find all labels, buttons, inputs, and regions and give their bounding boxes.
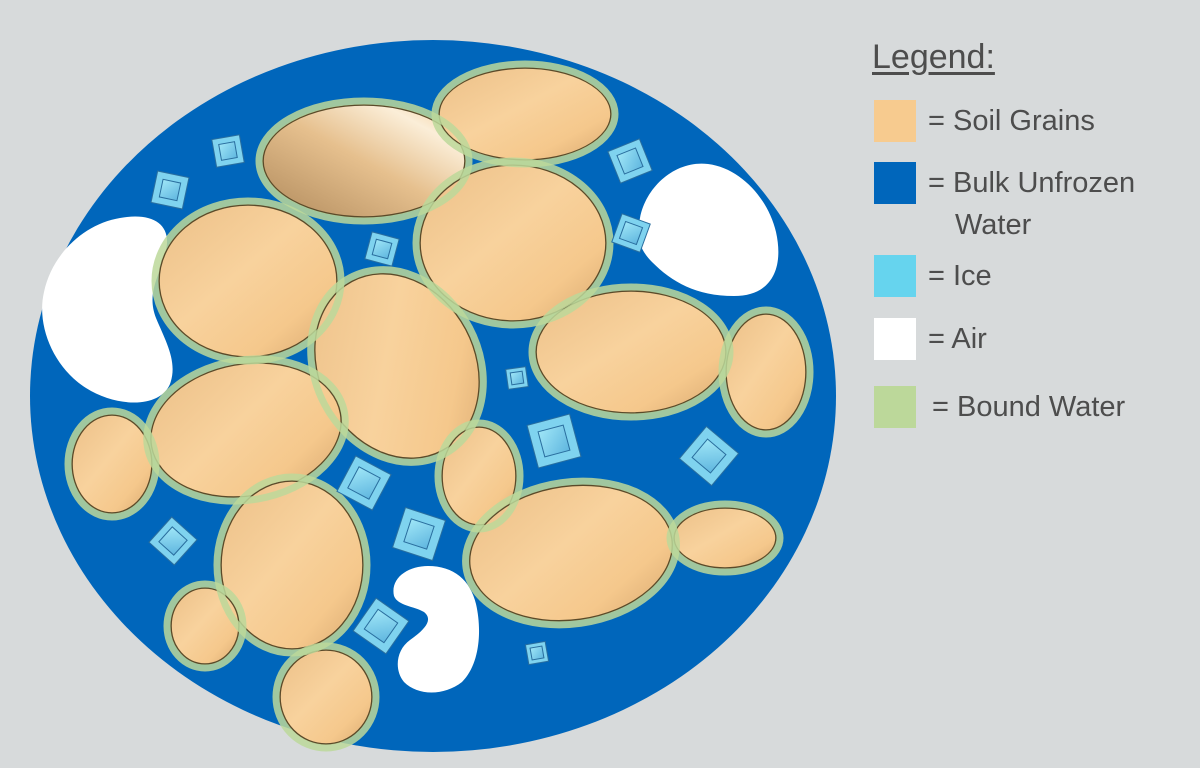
air-pocket	[393, 566, 480, 693]
bulk-water-swatch	[874, 162, 916, 204]
air-pocket	[42, 216, 173, 403]
bound-water-layers	[64, 60, 814, 752]
ice-swatch	[874, 255, 916, 297]
ice-crystal	[150, 170, 190, 210]
ice-crystal	[526, 413, 582, 469]
legend-label: = Soil Grains	[928, 100, 1095, 142]
legend-title: Legend:	[872, 38, 995, 76]
soil-grain	[71, 414, 153, 514]
ice-crystal	[364, 231, 400, 267]
soil-grain	[262, 104, 466, 218]
soil-grain	[279, 649, 373, 745]
legend: Legend: = Soil Grains = Bulk Unfrozen Wa…	[872, 30, 1192, 460]
bound-water-layer	[462, 477, 680, 629]
soil-pore-diagram	[30, 40, 836, 752]
legend-label: = Ice	[928, 255, 992, 297]
bound-water-layer	[666, 500, 784, 576]
bound-water-layer	[255, 97, 473, 225]
ice-crystal	[148, 516, 198, 566]
ice-crystal	[352, 597, 410, 655]
legend-label-line: = Bound Water	[932, 391, 1126, 423]
ice-crystal	[505, 366, 529, 390]
ice-crystal	[211, 134, 245, 168]
legend-label-line: = Air	[928, 323, 987, 355]
bound-water-swatch	[874, 386, 916, 428]
ice-crystal	[391, 506, 447, 562]
legend-label-line: = Bulk Unfrozen	[928, 167, 1136, 199]
bound-water-layer	[412, 157, 614, 329]
bound-water-layer	[213, 473, 371, 657]
soil-grain-swatch	[874, 100, 916, 142]
ice-crystal	[524, 640, 550, 666]
legend-label-line: = Soil Grains	[928, 105, 1095, 137]
ice-crystal	[678, 425, 740, 487]
legend-label-line: Water	[955, 209, 1032, 241]
legend-label: = Air	[928, 318, 987, 360]
soil-grains	[71, 67, 807, 745]
soil-grain	[673, 507, 777, 569]
bound-water-layer	[143, 355, 349, 505]
legend-label: = Bulk Unfrozen Water	[928, 162, 1135, 246]
ice-crystal	[607, 138, 653, 184]
soil-grain	[725, 313, 807, 431]
legend-label-line: = Ice	[928, 260, 992, 292]
bound-water-layer	[718, 306, 814, 438]
legend-label: = Bound Water	[932, 386, 1125, 428]
soil-grain	[170, 587, 240, 665]
air-pocket	[638, 163, 779, 296]
bound-water-layer	[528, 283, 734, 421]
bound-water-layer	[272, 642, 380, 752]
ice-crystal	[336, 455, 392, 511]
bound-water-layer	[64, 407, 160, 521]
air-swatch	[874, 318, 916, 360]
bound-water-layer	[163, 580, 247, 672]
ice-crystals	[148, 134, 740, 666]
soil-grain	[220, 480, 364, 650]
ice-crystal	[611, 213, 651, 253]
